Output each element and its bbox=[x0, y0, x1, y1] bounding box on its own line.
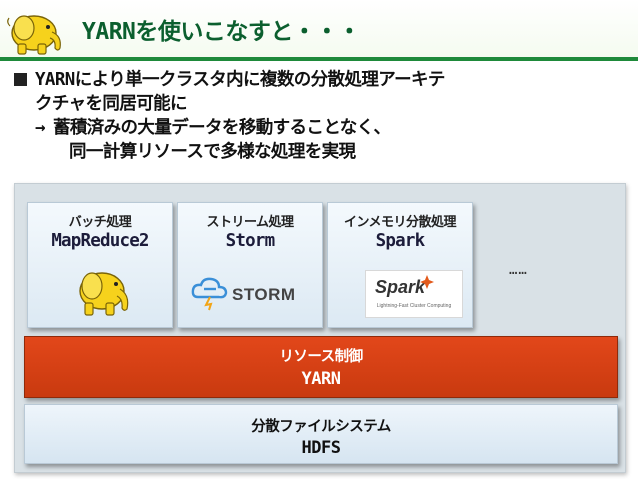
bullet-list: YARNにより単一クラスタ内に複数の分散処理アーキテ クチャを同居可能に → 蓄積… bbox=[14, 68, 629, 164]
storage-layer-hdfs: 分散ファイルシステム HDFS bbox=[24, 404, 618, 464]
engine-name: Storm bbox=[225, 231, 275, 251]
bullet-item: YARNにより単一クラスタ内に複数の分散処理アーキテ bbox=[14, 68, 629, 92]
layer-name: HDFS bbox=[301, 438, 341, 458]
bullet-consequence: → 蓄積済みの大量データを移動することなく、 bbox=[14, 116, 629, 140]
engine-box-spark: インメモリ分散処理 Spark Spark Lightning-Fast Clu… bbox=[327, 202, 473, 328]
bullet-text-line3: 蓄積済みの大量データを移動することなく、 bbox=[52, 118, 391, 138]
hadoop-elephant-icon bbox=[7, 15, 61, 55]
resource-layer-yarn: リソース制御 YARN bbox=[24, 336, 618, 398]
spark-logo: Spark Lightning-Fast Cluster Computing bbox=[365, 270, 463, 318]
layer-label: リソース制御 bbox=[279, 349, 363, 365]
bullet-consequence-continuation: 同一計算リソースで多様な処理を実現 bbox=[69, 142, 356, 162]
title-bar: YARNを使いこなすと・・・ bbox=[0, 0, 638, 60]
spark-tagline: Lightning-Fast Cluster Computing bbox=[376, 303, 452, 309]
bullet-continuation: クチャを同居可能に bbox=[35, 94, 188, 114]
engine-box-mapreduce: バッチ処理 MapReduce2 bbox=[27, 202, 173, 328]
storm-logo-text: STORM bbox=[232, 285, 296, 304]
layer-label: 分散ファイルシステム bbox=[251, 419, 391, 435]
storm-cloud-icon bbox=[191, 277, 228, 311]
square-bullet-icon bbox=[14, 73, 27, 86]
engine-category: バッチ処理 bbox=[68, 215, 132, 230]
arrow-right-icon: → bbox=[35, 118, 46, 138]
engine-name: MapReduce2 bbox=[51, 231, 149, 251]
page-title: YARNを使いこなすと・・・ bbox=[82, 19, 361, 45]
hadoop-elephant-icon bbox=[79, 272, 129, 316]
spark-logo-text: Spark bbox=[375, 277, 426, 297]
more-engines-ellipsis: …… bbox=[509, 262, 528, 278]
spark-star-icon bbox=[420, 275, 434, 289]
engine-name: Spark bbox=[375, 231, 425, 251]
engine-category: インメモリ分散処理 bbox=[343, 215, 457, 230]
title-divider bbox=[0, 57, 638, 61]
engine-box-storm: ストリーム処理 Storm STORM bbox=[177, 202, 323, 328]
engine-category: ストリーム処理 bbox=[206, 215, 294, 230]
bullet-text-line1: YARNにより単一クラスタ内に複数の分散処理アーキテ bbox=[35, 70, 445, 90]
layer-name: YARN bbox=[301, 369, 341, 389]
